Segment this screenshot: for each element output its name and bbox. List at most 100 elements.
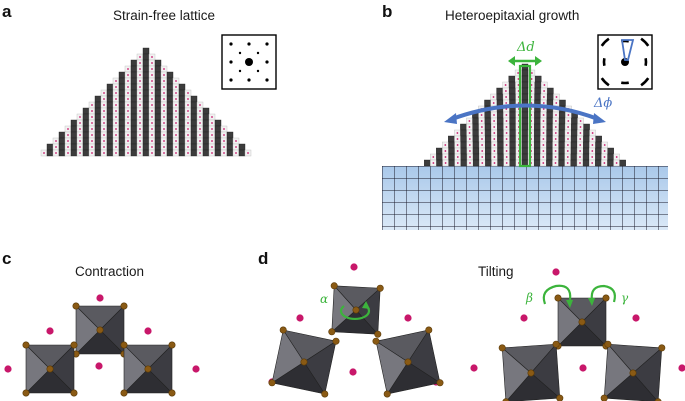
atom	[542, 108, 545, 110]
lattice-tile	[190, 137, 198, 145]
atom	[151, 74, 153, 76]
atom	[103, 128, 105, 130]
atom	[480, 114, 483, 116]
lattice-tile	[178, 125, 186, 133]
atom	[468, 126, 471, 128]
lattice-tile	[70, 119, 78, 127]
vertex-atom	[328, 328, 336, 336]
diffraction-arc	[640, 77, 650, 87]
a-site-atom	[349, 368, 357, 376]
atom	[505, 126, 508, 128]
lattice-tile	[190, 119, 198, 127]
lattice-tile	[497, 135, 504, 143]
atom	[91, 140, 93, 142]
lattice-tile	[166, 119, 174, 127]
atom	[103, 92, 105, 94]
atom	[79, 116, 81, 118]
lattice-tile	[460, 147, 467, 155]
a-site-atom	[192, 365, 200, 373]
atom	[579, 144, 582, 146]
atom	[542, 138, 545, 140]
atom	[554, 150, 557, 152]
atom	[517, 78, 520, 80]
lattice-tile	[166, 101, 174, 109]
atom	[469, 162, 471, 164]
lattice-tile	[202, 113, 210, 121]
panel-label-a: a	[2, 2, 12, 21]
vertex-atom	[578, 318, 586, 326]
lattice-tile	[166, 143, 174, 151]
lattice-tile	[190, 149, 198, 157]
atom	[505, 144, 508, 146]
atom	[603, 144, 606, 146]
diffraction-spot	[229, 60, 233, 64]
lattice-tile	[130, 119, 138, 127]
atom	[139, 74, 141, 76]
vertex-atom	[279, 326, 287, 334]
lattice-tile	[214, 149, 222, 157]
atom	[187, 110, 189, 112]
diffraction-spot	[238, 69, 242, 73]
atom	[67, 128, 69, 130]
lattice-tile	[214, 119, 222, 127]
lattice-tile	[118, 89, 126, 97]
atom	[103, 140, 105, 142]
atom	[127, 116, 129, 118]
atom	[199, 110, 201, 112]
lattice-tile	[521, 87, 529, 95]
lattice-tile	[607, 153, 614, 161]
lattice-tile	[448, 147, 455, 155]
lattice-tile	[448, 141, 455, 149]
vertex-atom	[330, 282, 338, 290]
lattice-tile	[472, 117, 479, 125]
lattice-tile	[130, 137, 138, 145]
lattice-tile	[485, 147, 492, 155]
atom	[211, 116, 213, 118]
vertex-atom	[436, 379, 444, 387]
vertex-atom	[268, 379, 276, 387]
atom	[481, 156, 484, 158]
atom	[554, 156, 557, 158]
lattice-tile	[154, 143, 162, 151]
lattice-tile	[58, 137, 66, 145]
atom	[43, 152, 45, 154]
lattice-tile	[82, 131, 90, 139]
atom	[163, 104, 165, 106]
vertex-atom	[404, 358, 412, 366]
panel-label-c: c	[2, 249, 12, 268]
lattice-tile	[509, 147, 516, 155]
lattice-tile	[118, 107, 126, 115]
atom	[505, 96, 507, 98]
atom	[79, 134, 81, 136]
atom	[199, 146, 201, 148]
lattice-tile	[607, 159, 614, 167]
atom	[444, 150, 447, 152]
lattice-tile	[472, 147, 480, 155]
atom	[139, 140, 141, 142]
lattice-tile	[178, 83, 186, 91]
delta-phi-label: Δϕ	[593, 96, 612, 111]
octahedron	[72, 302, 128, 358]
lattice-tile	[534, 147, 541, 155]
lattice-tile	[473, 159, 480, 167]
lattice-tile	[546, 159, 553, 167]
vertex-atom	[372, 337, 380, 345]
atom	[505, 102, 508, 104]
lattice-tile	[472, 129, 479, 137]
lattice-tile	[142, 95, 150, 103]
a-site-atom	[144, 327, 152, 335]
atom	[151, 98, 153, 100]
atom	[175, 152, 177, 154]
atom	[127, 152, 129, 154]
lattice-tile	[238, 143, 246, 151]
atom	[115, 122, 117, 124]
lattice-tile	[497, 123, 504, 131]
lattice-tile	[154, 71, 162, 79]
atom	[567, 132, 569, 134]
atom	[163, 98, 165, 100]
atom	[163, 68, 165, 70]
vertex-atom	[556, 394, 564, 401]
lattice-tile	[142, 107, 150, 115]
atom	[127, 146, 129, 148]
atom	[432, 156, 435, 158]
